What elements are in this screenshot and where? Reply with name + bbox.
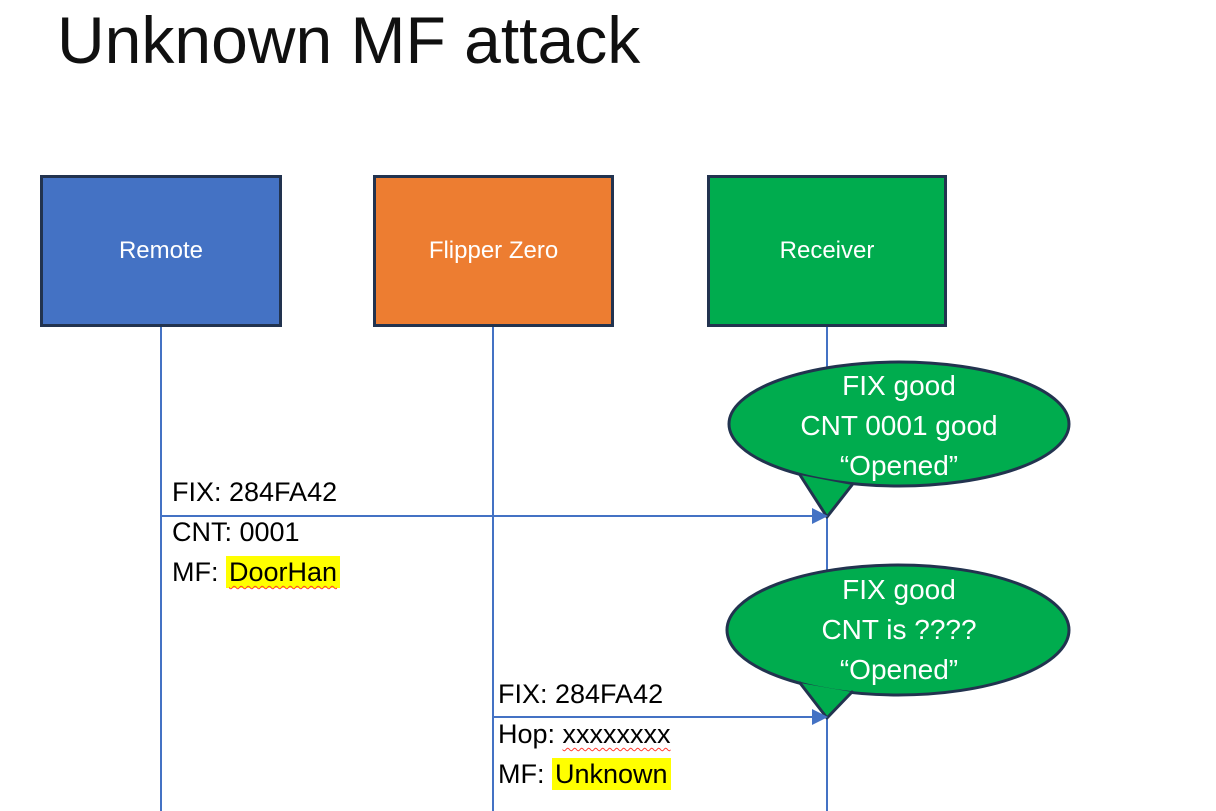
message-text: Hop: (498, 719, 563, 749)
actor-box-receiver: Receiver (707, 175, 947, 327)
callout-1-text: FIX good CNT 0001 good “Opened” (727, 366, 1071, 486)
arrowhead-icon (812, 508, 828, 524)
actor-label-flipper-zero: Flipper Zero (428, 237, 559, 264)
arrow-flipper-to-receiver (493, 716, 813, 718)
lifeline-flipper (492, 327, 494, 811)
callout-tail-fill (800, 683, 852, 718)
highlighted-value: DoorHan (226, 556, 341, 588)
callout-line: FIX good (842, 574, 956, 605)
message-text: MF: (172, 557, 226, 587)
highlighted-value: Unknown (552, 758, 671, 790)
callout-bubble-2 (725, 563, 1071, 720)
callout-line: CNT is ???? (821, 614, 977, 645)
message-text: FIX: 284FA42 (172, 477, 338, 507)
lifeline-remote (160, 327, 162, 811)
lifeline-receiver (826, 327, 828, 811)
callout-line: “Opened” (839, 450, 959, 481)
callout-ellipse (725, 563, 1071, 697)
message-text: MF: (498, 759, 552, 789)
callout-bubble-1 (727, 360, 1071, 519)
message-line: Hop: xxxxxxxx (498, 714, 671, 754)
message-line: FIX: 284FA42 (172, 472, 340, 512)
message-line: MF: DoorHan (172, 552, 341, 592)
message-text: FIX: 284FA42 (498, 679, 664, 709)
callout-2-text: FIX good CNT is ???? “Opened” (727, 570, 1071, 690)
callout-line: CNT 0001 good (800, 410, 998, 441)
actor-box-remote: Remote (40, 175, 282, 327)
callout-ellipse (727, 360, 1071, 488)
message-line: FIX: 284FA42 (498, 674, 671, 714)
message-remote-to-receiver: FIX: 284FA42 CNT: 0001 MF: DoorHan (172, 472, 341, 592)
callout-line: “Opened” (839, 654, 959, 685)
callout-tail-fill (800, 475, 852, 517)
message-line: MF: Unknown (498, 754, 671, 794)
arrowhead-icon (812, 709, 828, 725)
actor-label-receiver: Receiver (779, 237, 875, 264)
message-flipper-to-receiver: FIX: 284FA42 Hop: xxxxxxxx MF: Unknown (498, 674, 671, 794)
callout-line: FIX good (842, 370, 956, 401)
message-text: CNT: 0001 (172, 517, 300, 547)
squiggle-value: xxxxxxxx (562, 719, 671, 749)
message-line: CNT: 0001 (172, 512, 340, 552)
arrow-remote-to-receiver (161, 515, 813, 517)
actor-box-flipper-zero: Flipper Zero (373, 175, 614, 327)
slide-title: Unknown MF attack (57, 3, 641, 77)
actor-label-remote: Remote (118, 237, 204, 264)
